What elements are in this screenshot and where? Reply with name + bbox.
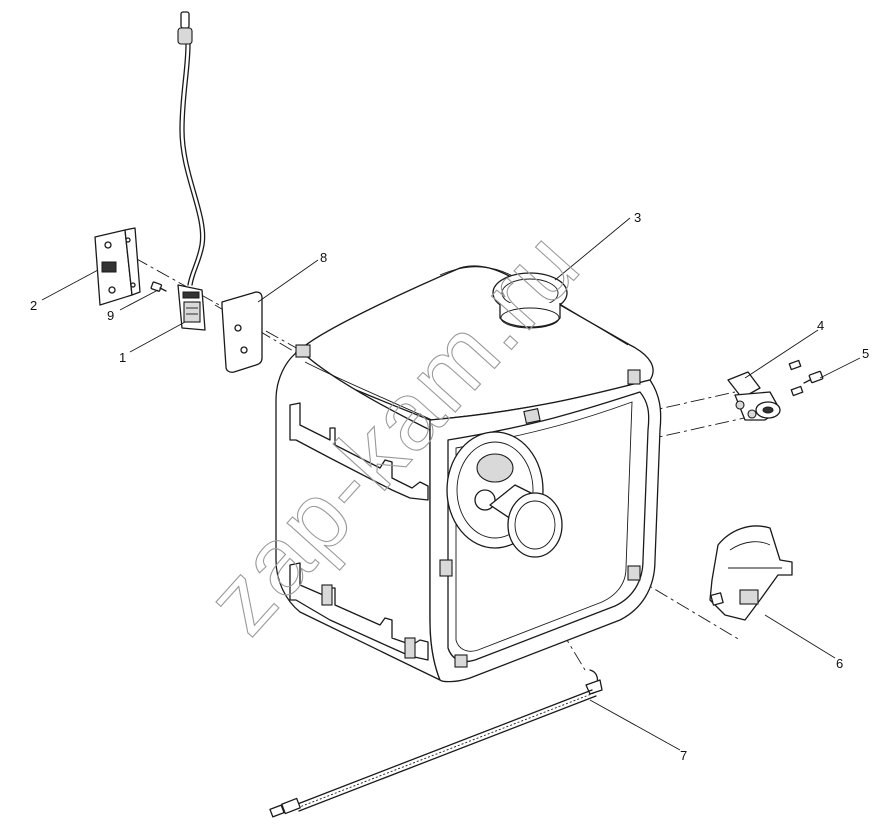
callout-6: 6	[836, 656, 843, 671]
callout-9: 9	[107, 308, 114, 323]
callout-labels: 1 2 3 4 5 6 7 8 9	[30, 210, 869, 763]
callout-7: 7	[680, 748, 687, 763]
part-6-guard	[709, 525, 793, 621]
part-9-screw	[150, 281, 167, 292]
sensor-cable	[177, 11, 206, 286]
part-7-hose	[269, 669, 603, 818]
callout-1: 1	[119, 350, 126, 365]
callout-4: 4	[817, 318, 824, 333]
leader-lines	[41, 217, 861, 751]
callout-5: 5	[862, 346, 869, 361]
callout-8: 8	[320, 250, 327, 265]
part-1-connector	[177, 284, 206, 331]
callout-3: 3	[634, 210, 641, 225]
part-8-plate	[221, 291, 263, 373]
callout-2: 2	[30, 298, 37, 313]
part-5-bolt	[803, 370, 824, 384]
part-2-bracket	[94, 227, 141, 306]
part-4-sender	[727, 359, 804, 421]
filler-neck	[492, 272, 568, 329]
tank-flange-assembly	[446, 431, 563, 558]
